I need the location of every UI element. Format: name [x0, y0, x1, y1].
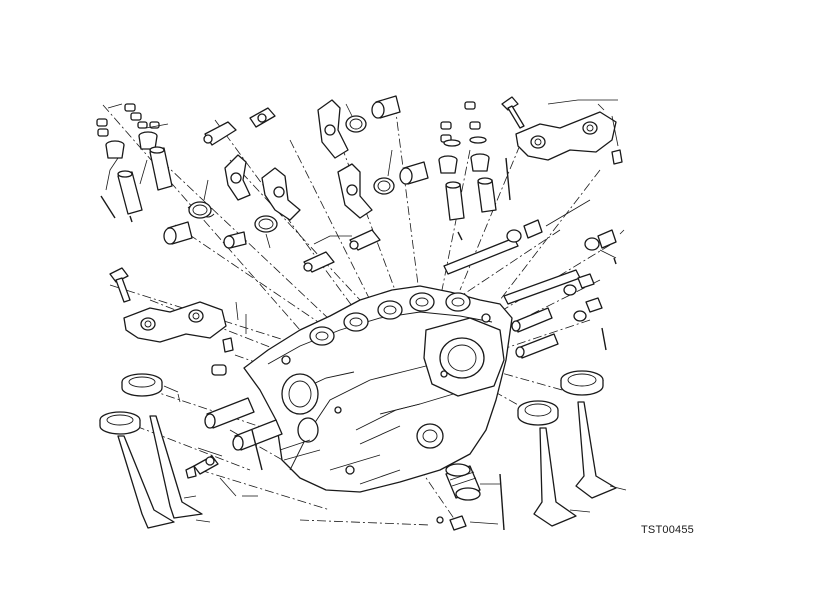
valve-guides-left — [204, 364, 283, 471]
cam-support-bolt-left — [109, 267, 131, 303]
rocker-arm-small-a — [203, 107, 276, 146]
rocker-bushings-b — [371, 95, 429, 185]
valves-right — [533, 401, 627, 527]
bolt-washer-left — [185, 447, 258, 497]
tappet-cylinders-right — [445, 157, 511, 241]
drawing-code-label: TST00455 — [641, 524, 694, 536]
valve-keepers-left — [96, 103, 160, 159]
rocker-springs-a — [187, 179, 278, 249]
rocker-arm-large-b — [317, 99, 373, 219]
valve-seat-rings-right — [517, 370, 604, 426]
cam-support-right — [515, 99, 623, 165]
valves-left — [117, 415, 211, 529]
cam-support-bolt-right — [501, 96, 525, 129]
cam-support-left — [123, 301, 247, 353]
cylinder-head-body — [243, 285, 513, 493]
rocker-bushings-a — [163, 221, 247, 249]
rocker-arms-small-b — [303, 229, 381, 273]
bottom-bushing-and-bolt — [436, 463, 505, 531]
valve-keepers-right — [438, 101, 490, 174]
leaders-top-left — [100, 103, 169, 223]
rocker-springs-b — [345, 103, 395, 195]
rocker-arm-large-a — [224, 154, 301, 221]
valve-guides-right — [506, 199, 625, 351]
tappet-cylinders-left — [117, 146, 173, 215]
valve-seat-rings-left — [99, 373, 181, 435]
oil-tubes-right — [443, 237, 581, 359]
